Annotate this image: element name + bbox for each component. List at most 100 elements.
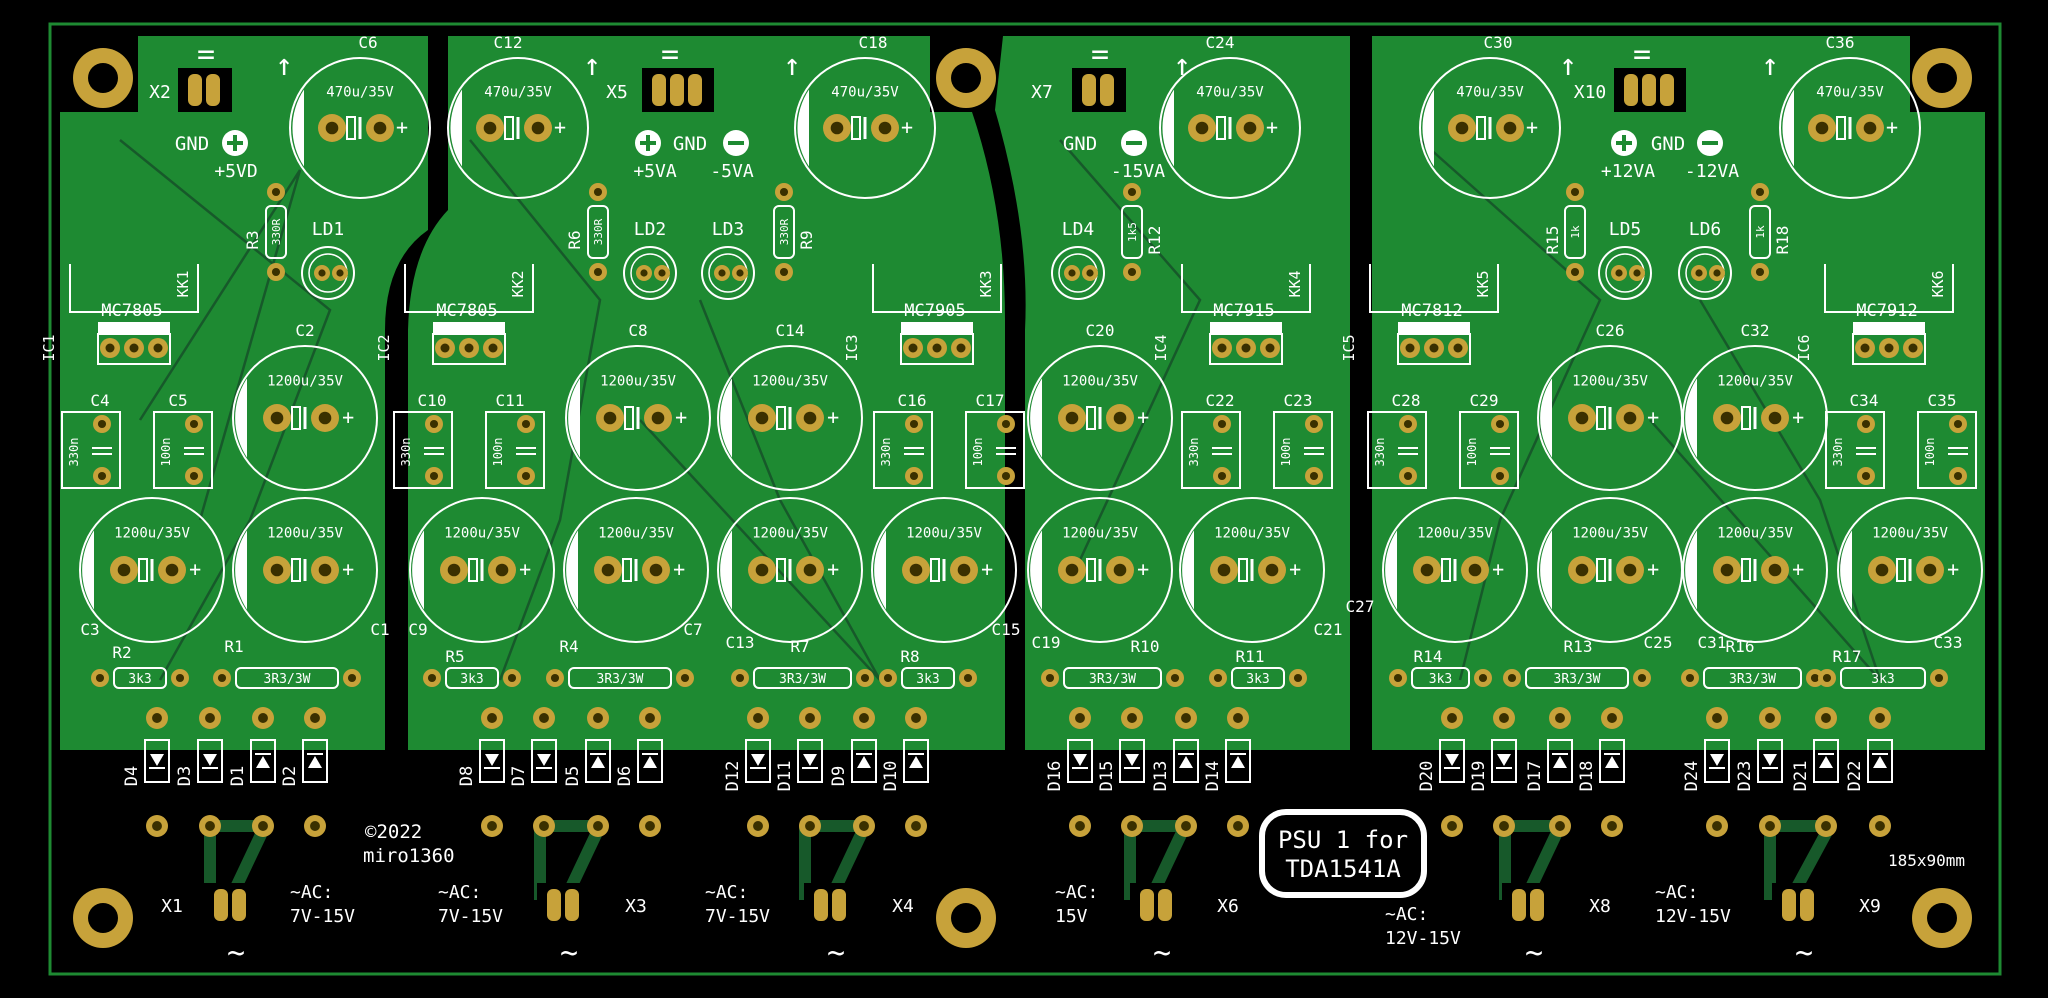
pad — [1069, 815, 1091, 837]
pad-hole — [1217, 563, 1231, 577]
res-ref: R9 — [797, 230, 816, 249]
electrolytic-capacitor: 470u/35V+ — [794, 57, 936, 199]
connector-pin — [814, 889, 828, 921]
pad — [1629, 265, 1645, 281]
pad — [263, 404, 291, 432]
cap-symbol-plate — [291, 406, 301, 430]
pad — [589, 183, 607, 201]
pad — [775, 183, 793, 201]
vertical-resistor: 330R — [265, 183, 287, 281]
pad — [1815, 707, 1837, 729]
pad — [1236, 114, 1264, 142]
pad-hole — [1181, 713, 1191, 723]
cap-plus: + — [1792, 557, 1804, 581]
pad — [481, 707, 503, 729]
gnd-symbol: = — [661, 37, 679, 72]
pad-hole — [205, 821, 215, 831]
diode-label: D11 — [775, 761, 795, 792]
cap-symbol-plate — [776, 558, 786, 582]
pad — [823, 114, 851, 142]
pad — [1069, 707, 1091, 729]
pad — [1751, 263, 1769, 281]
diode-triangle — [1125, 754, 1139, 766]
ac-label: ~AC: — [290, 882, 333, 903]
pad — [1611, 265, 1627, 281]
diode-body — [479, 739, 505, 783]
cap-polarity-band — [412, 530, 424, 610]
res-body — [445, 667, 499, 689]
ac-tilde: ~ — [1795, 936, 1813, 971]
pad — [799, 815, 821, 837]
connector-body — [1072, 68, 1126, 112]
pad — [1503, 669, 1521, 687]
pad — [1491, 467, 1509, 485]
res-ref: R15 — [1543, 226, 1562, 255]
electrolytic-capacitor: 1200u/35V+ — [717, 345, 863, 491]
res-ref: R1 — [224, 637, 243, 656]
pad — [1549, 707, 1571, 729]
pad — [1123, 263, 1141, 281]
pad — [853, 815, 875, 837]
pad — [747, 815, 769, 837]
cap-polarity-band — [82, 530, 94, 610]
cap-symbol-plate — [622, 558, 632, 582]
cap-plus: + — [827, 557, 839, 581]
cap-ref: C16 — [898, 391, 927, 410]
electrolytic-capacitor: 470u/35V+ — [1419, 57, 1561, 199]
pad — [747, 707, 769, 729]
pad — [93, 415, 111, 433]
heatsink-outline — [1181, 264, 1311, 313]
connector-pin — [1624, 74, 1638, 106]
pad-hole — [1447, 713, 1457, 723]
pad-hole — [859, 821, 869, 831]
cap-polarity-band — [1840, 530, 1852, 610]
pad-hole — [1637, 673, 1647, 683]
res-ref: R6 — [565, 230, 584, 249]
pad-hole — [753, 713, 763, 723]
pad-hole — [1068, 269, 1076, 277]
fcap-value: 100n — [159, 438, 173, 467]
pad — [1058, 556, 1086, 584]
led-ref: LD1 — [312, 219, 345, 240]
pad — [1064, 265, 1080, 281]
pad — [1121, 707, 1143, 729]
diode-triangle — [308, 756, 322, 768]
electrolytic-capacitor: 1200u/35V+ — [232, 497, 378, 643]
diode-triangle — [485, 754, 499, 766]
pad — [903, 338, 923, 358]
horizontal-resistor: 3k3 — [91, 667, 189, 689]
diode-body — [1225, 739, 1251, 783]
cap-ref: C30 — [1484, 33, 1513, 52]
cap-symbol-plate — [1476, 116, 1486, 140]
pad — [1857, 467, 1875, 485]
fcap-value: 330n — [879, 438, 893, 467]
connector — [1502, 883, 1556, 927]
regulator-tab — [1210, 322, 1282, 334]
pad — [488, 556, 516, 584]
cap-symbol-plate — [1596, 406, 1606, 430]
pad — [1305, 467, 1323, 485]
electrolytic-capacitor: 1200u/35V+ — [232, 345, 378, 491]
cap-plus: + — [1289, 557, 1301, 581]
electrolytic-capacitor: 1200u/35V+ — [1537, 497, 1683, 643]
diode: D20 — [1417, 707, 1465, 837]
fcap-value: 100n — [971, 438, 985, 467]
pad-hole — [755, 563, 769, 577]
pad — [311, 556, 339, 584]
pad-hole — [640, 269, 648, 277]
res-body — [773, 205, 795, 259]
pad-hole — [859, 713, 869, 723]
pad-hole — [487, 713, 497, 723]
fcap-outline — [1459, 411, 1519, 489]
pad — [1236, 338, 1256, 358]
pad-hole — [1065, 411, 1079, 425]
pad-hole — [1875, 563, 1889, 577]
pad-hole — [1720, 563, 1734, 577]
cap-plus: + — [189, 557, 201, 581]
pad-hole — [1075, 821, 1085, 831]
pad-hole — [429, 471, 439, 481]
pad-hole — [1810, 673, 1820, 683]
fcap-outline — [153, 411, 213, 489]
connector-body — [1772, 883, 1826, 927]
